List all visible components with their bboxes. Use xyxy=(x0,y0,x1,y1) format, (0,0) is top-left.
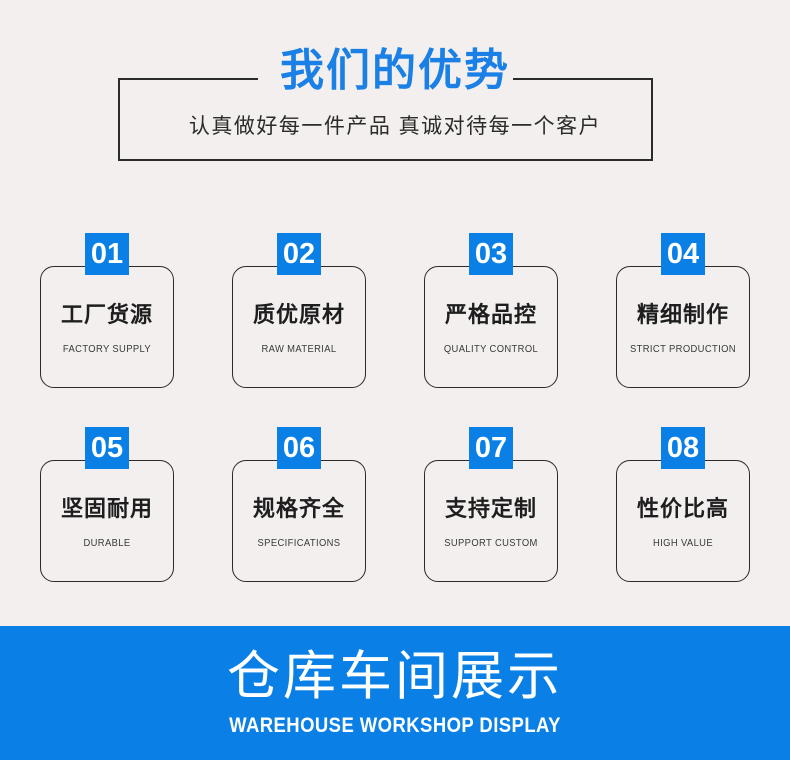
card-title-cn: 支持定制 xyxy=(444,496,537,521)
card-number-badge: 08 xyxy=(661,427,705,469)
advantage-card-08[interactable]: 08 性价比高 HIGH VALUE xyxy=(616,427,750,582)
advantage-card-02[interactable]: 02 质优原材 RAW MATERIAL xyxy=(232,233,366,388)
card-title-cn: 精细制作 xyxy=(636,302,729,327)
banner-subtitle-en: WAREHOUSE WORKSHOP DISPLAY xyxy=(229,714,561,737)
advantage-card-05[interactable]: 05 坚固耐用 DURABLE xyxy=(40,427,174,582)
card-title-en: STRICT PRODUCTION xyxy=(630,344,736,355)
advantage-card-03[interactable]: 03 严格品控 QUALITY CONTROL xyxy=(424,233,558,388)
card-title-cn: 工厂货源 xyxy=(60,302,153,327)
card-title-cn: 坚固耐用 xyxy=(60,496,153,521)
card-number-badge: 03 xyxy=(469,233,513,275)
card-number-badge: 06 xyxy=(277,427,321,469)
page-title: 我们的优势 xyxy=(280,46,510,95)
card-outline xyxy=(40,266,174,388)
card-title-en: DURABLE xyxy=(83,538,131,549)
advantage-card-01[interactable]: 01 工厂货源 FACTORY SUPPLY xyxy=(40,233,174,388)
card-number-badge: 07 xyxy=(469,427,513,469)
card-title-en: RAW MATERIAL xyxy=(261,344,337,355)
advantage-card-06[interactable]: 06 规格齐全 SPECIFICATIONS xyxy=(232,427,366,582)
card-title-en: FACTORY SUPPLY xyxy=(62,344,152,355)
advantages-row-2: 05 坚固耐用 DURABLE 06 规格齐全 SPECIFICATIONS 0… xyxy=(40,427,750,587)
card-title-en: SPECIFICATIONS xyxy=(257,538,341,549)
advantages-row-1: 01 工厂货源 FACTORY SUPPLY 02 质优原材 RAW MATER… xyxy=(40,233,750,393)
card-title-en: QUALITY CONTROL xyxy=(443,344,539,355)
card-number-badge: 04 xyxy=(661,233,705,275)
card-title-cn: 性价比高 xyxy=(636,496,729,521)
card-outline xyxy=(40,460,174,582)
card-title-en: SUPPORT CUSTOM xyxy=(444,538,538,549)
card-outline xyxy=(232,266,366,388)
card-outline xyxy=(616,266,750,388)
warehouse-banner: 仓库车间展示 WAREHOUSE WORKSHOP DISPLAY xyxy=(0,626,790,760)
card-number-badge: 05 xyxy=(85,427,129,469)
card-outline xyxy=(424,266,558,388)
card-title-cn: 质优原材 xyxy=(252,302,345,327)
card-title-en: HIGH VALUE xyxy=(652,538,714,549)
card-outline xyxy=(232,460,366,582)
advantage-card-04[interactable]: 04 精细制作 STRICT PRODUCTION xyxy=(616,233,750,388)
header-section: 我们的优势 认真做好每一件产品 真诚对待每一个客户 xyxy=(0,0,790,200)
card-title-cn: 严格品控 xyxy=(444,302,537,327)
card-title-cn: 规格齐全 xyxy=(252,496,345,521)
card-outline xyxy=(424,460,558,582)
card-number-badge: 01 xyxy=(85,233,129,275)
card-number-badge: 02 xyxy=(277,233,321,275)
page-subtitle: 认真做好每一件产品 真诚对待每一个客户 xyxy=(188,115,602,138)
header-frame-title-gap xyxy=(258,72,513,86)
banner-title-cn: 仓库车间展示 xyxy=(227,647,563,706)
advantage-card-07[interactable]: 07 支持定制 SUPPORT CUSTOM xyxy=(424,427,558,582)
advantages-grid: 01 工厂货源 FACTORY SUPPLY 02 质优原材 RAW MATER… xyxy=(0,222,790,602)
